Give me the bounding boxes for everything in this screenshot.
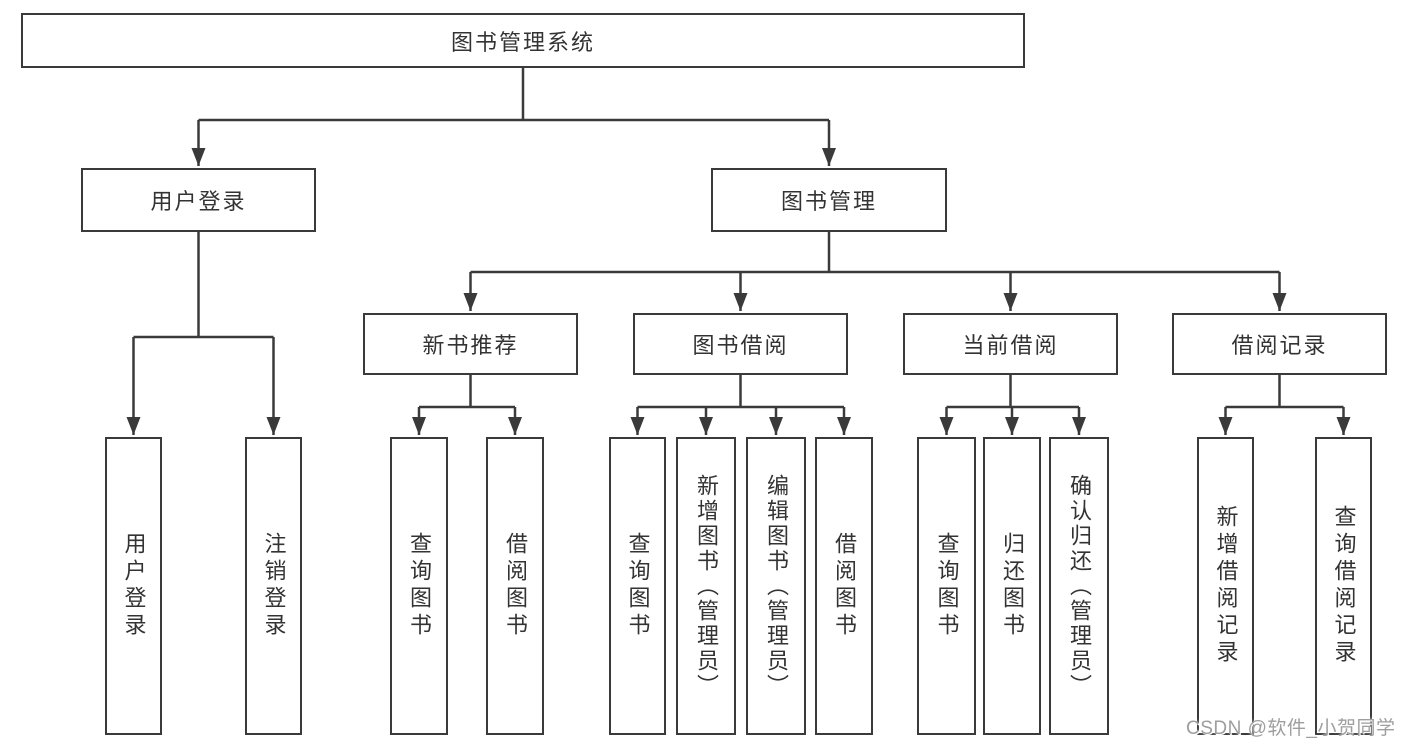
node-root: 图书管理系统: [21, 13, 1025, 68]
connector-current-bus: [946, 375, 1079, 409]
node-leaf-recommend-borrow-books: 借阅图书: [486, 437, 544, 735]
node-leaf-confirm-return-admin: 确认归还（管理员）: [1049, 437, 1109, 735]
connector-root-bus: [198, 68, 829, 122]
connector-borrow-bus: [637, 375, 844, 409]
node-borrow-records: 借阅记录: [1172, 313, 1387, 375]
node-leaf-logout: 注销登录: [245, 437, 302, 735]
node-user-login: 用户登录: [81, 168, 316, 232]
node-leaf-return-books: 归还图书: [983, 437, 1041, 735]
connector-book-mgmt-bus: [470, 232, 1280, 274]
node-current-borrow: 当前借阅: [903, 313, 1118, 375]
connector-user-login-bus: [133, 232, 274, 339]
watermark-text: CSDN @软件_小贺同学: [1186, 718, 1396, 739]
node-book-management: 图书管理: [711, 168, 947, 232]
node-leaf-user-login: 用户登录: [105, 437, 162, 735]
node-leaf-borrow-books: 借阅图书: [815, 437, 873, 735]
node-book-borrow: 图书借阅: [633, 313, 848, 375]
node-leaf-recommend-query-books: 查询图书: [390, 437, 448, 735]
node-leaf-add-borrow-record: 新增借阅记录: [1197, 437, 1254, 735]
connector-recommend-bus: [419, 375, 515, 409]
node-leaf-query-borrow-record: 查询借阅记录: [1315, 437, 1372, 735]
node-leaf-edit-books-admin: 编辑图书（管理员）: [746, 437, 806, 735]
connector-records-bus: [1225, 375, 1344, 409]
node-leaf-add-books-admin: 新增图书（管理员）: [676, 437, 736, 735]
node-leaf-borrow-query-books: 查询图书: [609, 437, 666, 735]
node-leaf-current-query-books: 查询图书: [917, 437, 976, 735]
node-new-book-recommend: 新书推荐: [363, 313, 578, 375]
